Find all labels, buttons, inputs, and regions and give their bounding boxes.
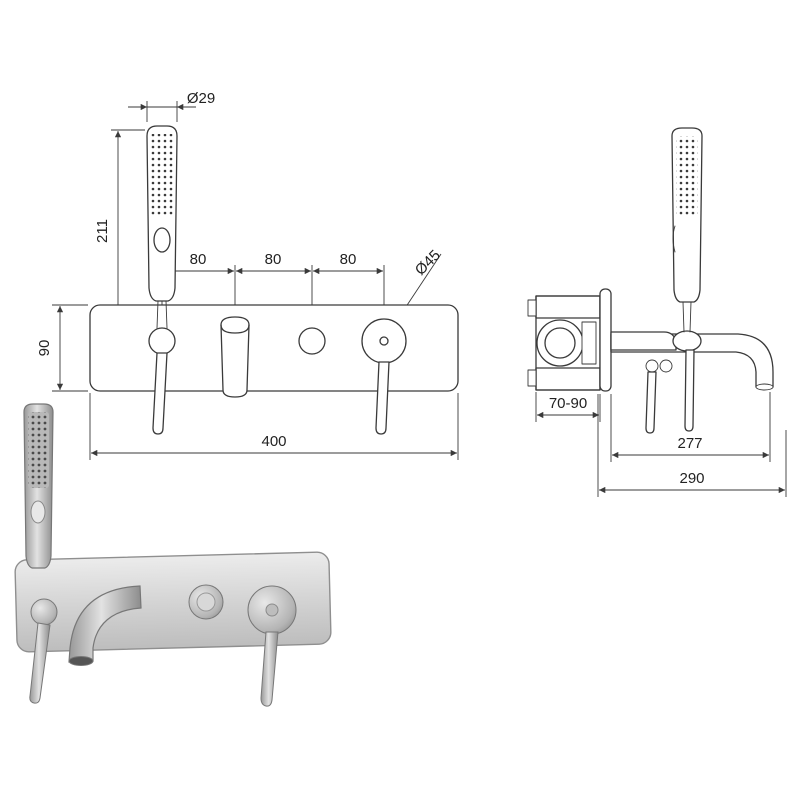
side-dimensions: 70-90 277 290	[535, 392, 787, 497]
handshower-cradle-side	[672, 330, 702, 352]
spout-outlet-3d	[68, 656, 94, 666]
wall-plate-front	[89, 304, 459, 392]
lever-3d-right	[260, 631, 279, 707]
dim-label-wall-depth: 70-90	[549, 395, 587, 412]
diverter-knob-front	[298, 327, 326, 355]
mixer-knob-3d	[247, 585, 297, 707]
handshower-button	[153, 227, 171, 253]
spout-outlet-side	[755, 383, 774, 391]
dim-label-spout-depth: 277	[677, 435, 702, 452]
lever-side-right	[684, 349, 695, 432]
dim-label-spacing-middle: 80	[265, 251, 282, 268]
holder-3d	[30, 598, 58, 626]
handshower-side	[671, 127, 703, 333]
dim-label-spacing-left: 80	[190, 251, 207, 268]
lever-front-right	[375, 361, 390, 435]
diverter-knob-3d	[188, 584, 224, 620]
dim-label-plate-width: 400	[261, 433, 286, 450]
handshower-button-side	[672, 225, 676, 253]
dim-label-knob-diameter: Ø45	[412, 247, 444, 279]
spout-3d	[68, 585, 142, 666]
handshower-3d	[23, 403, 58, 704]
spout-front	[220, 316, 250, 398]
holder-arm-side	[610, 330, 702, 373]
handshower-button-3d	[30, 500, 46, 524]
handshower-holder-front	[148, 327, 176, 435]
lever-3d-left	[29, 622, 51, 704]
dim-label-plate-height: 90	[36, 340, 53, 357]
lever-side-left	[645, 371, 657, 434]
wall-plate-side	[599, 288, 612, 392]
perspective-render	[14, 403, 332, 707]
dim-label-handshower-diameter: Ø29	[187, 90, 215, 107]
dim-label-handshower-length: 211	[94, 219, 111, 243]
front-dimensions: Ø29 211 90 80 80 80 Ø45	[36, 90, 459, 460]
side-view: 70-90 277 290	[527, 127, 787, 497]
mixer-knob-front	[361, 318, 407, 435]
dim-label-spacing-right: 80	[340, 251, 357, 268]
front-view: Ø29 211 90 80 80 80 Ø45	[36, 90, 459, 460]
spray-face-texture-side	[676, 136, 698, 216]
spray-face-texture-3d	[28, 412, 49, 488]
handshower-front	[146, 125, 178, 329]
spray-face-texture	[151, 134, 173, 216]
dim-label-total-depth: 290	[679, 470, 704, 487]
lever-front-left	[152, 352, 168, 435]
valve-body-side	[527, 295, 601, 391]
